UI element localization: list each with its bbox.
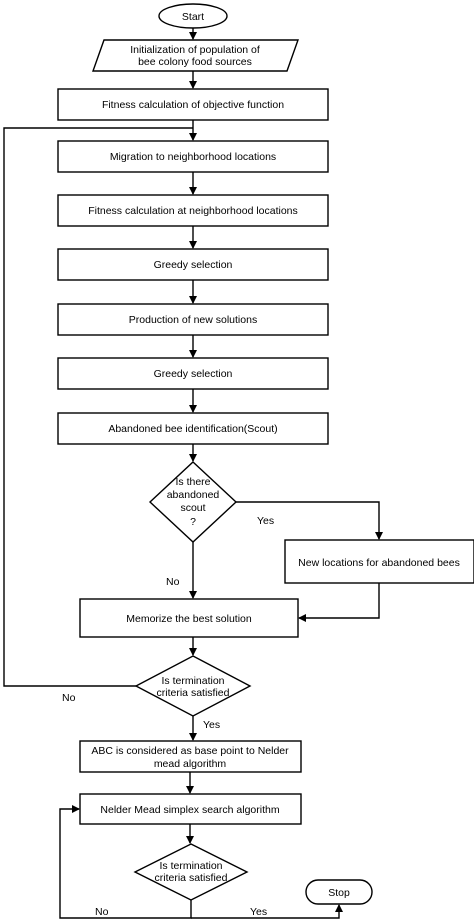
new-locations-box [284, 539, 474, 584]
edge-label-scout-no: No [166, 576, 180, 588]
arrow-term2-yes-to-stop [191, 904, 343, 919]
abc-base-point-line1: ABC is considered as base point to Nelde… [91, 745, 289, 757]
edge-label-term2-yes: Yes [250, 906, 267, 918]
arrow-term1-no-loop-to-migration [3, 127, 193, 687]
production-box [57, 303, 329, 336]
memorize-label: Memorize the best solution [126, 613, 252, 625]
nelder-mead-label: Nelder Mead simplex search algorithm [100, 804, 279, 816]
new-locations-label: New locations for abandoned bees [298, 557, 460, 569]
abandoned-identification-label: Abandoned bee identification(Scout) [108, 423, 277, 435]
fitness-neighborhood-box [57, 194, 329, 227]
migration-label: Migration to neighborhood locations [110, 151, 276, 163]
arrow-new-locations-to-memorize [298, 583, 380, 622]
initialization-io-box [92, 39, 299, 72]
nelder-mead-box [79, 793, 302, 825]
abc-base-point-line2: mead algorithm [154, 758, 227, 770]
edge-label-term1-yes: Yes [203, 719, 220, 731]
decision-termination-2-line2: criteria satisfied [155, 872, 228, 884]
edge-label-term2-no: No [95, 906, 109, 918]
initialization-label-line2: bee colony food sources [138, 56, 252, 68]
edge-label-term1-no: No [62, 692, 76, 704]
abc-base-point-box [79, 740, 302, 773]
decision-termination-2-line1: Is termination [159, 860, 222, 872]
abandoned-identification-box [57, 412, 329, 445]
edge-label-scout-yes: Yes [257, 515, 274, 527]
production-label: Production of new solutions [129, 314, 257, 326]
decision-scout-line1: Is there [175, 476, 210, 488]
stop-label: Stop [328, 887, 350, 899]
fitness-neighborhood-label: Fitness calculation at neighborhood loca… [88, 205, 298, 217]
decision-scout-line4: ? [190, 516, 196, 528]
arrow-scout-yes-to-new-locations [236, 501, 383, 540]
decision-termination-1-line2: criteria satisfied [157, 687, 230, 699]
start-label: Start [182, 11, 204, 23]
arrow-term2-no-loop-to-nelder-mead [59, 805, 192, 919]
decision-scout-line3: scout [180, 502, 205, 514]
memorize-box [79, 598, 299, 638]
fitness-objective-label: Fitness calculation of objective functio… [102, 99, 284, 111]
migration-box [57, 140, 329, 173]
greedy-selection-2-label: Greedy selection [154, 368, 233, 380]
greedy-selection-1-label: Greedy selection [154, 259, 233, 271]
greedy-selection-2-box [57, 357, 329, 390]
decision-termination-1-line1: Is termination [161, 675, 224, 687]
decision-scout-line2: abandoned [167, 489, 220, 501]
initialization-label-line1: Initialization of population of [130, 44, 260, 56]
